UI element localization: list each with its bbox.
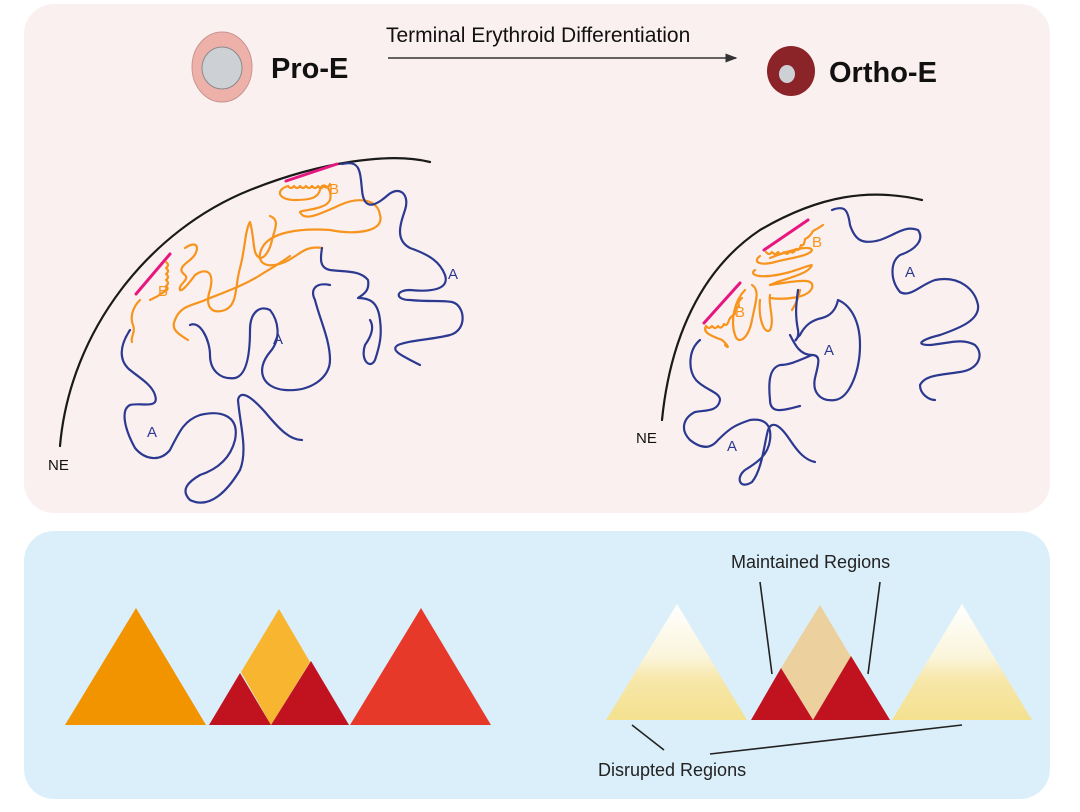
subtad-right-darkred (271, 661, 349, 725)
disrupted-pointer-right (709, 724, 963, 755)
ortho-e-nuclear-envelope (660, 193, 924, 422)
ortho-e-lamina-contact (702, 281, 742, 325)
bottom-panel-tads (24, 531, 1050, 799)
pro-e-chromatin-diagram: NE B B A A A (48, 157, 464, 504)
ortho-e-a-label: A (824, 342, 834, 359)
ortho-e-b-label: B (812, 234, 822, 251)
pro-e-a-label: A (273, 331, 283, 348)
maintained-pointer-right (867, 581, 881, 675)
pro-e-tad-row (65, 608, 491, 725)
ortho-e-b-label: B (735, 304, 745, 321)
ortho-e-a-label: A (905, 264, 915, 281)
pro-e-lamina-contact (134, 252, 172, 296)
tad-triangle-orange (65, 608, 206, 725)
disrupted-pointer-left (631, 724, 665, 751)
pro-e-a-label: A (147, 424, 157, 441)
pro-e-nuclear-envelope (58, 157, 432, 448)
pro-e-b-label: B (329, 181, 339, 198)
pro-e-ne-label: NE (48, 457, 69, 474)
ortho-e-lamina-contact (762, 218, 810, 252)
top-panel-chromatin (24, 4, 1050, 513)
pro-e-label: Pro-E (271, 53, 348, 85)
process-label: Terminal Erythroid Differentiation (386, 24, 690, 47)
pro-e-b-label: B (158, 283, 168, 300)
tad-triangle-red (350, 608, 491, 725)
ortho-e-a-label: A (727, 438, 737, 455)
pro-e-a-label: A (448, 266, 458, 283)
disrupted-tad-left (606, 604, 747, 720)
disrupted-regions-label: Disrupted Regions (598, 760, 746, 780)
disrupted-tad-right (892, 604, 1032, 720)
ortho-e-label: Ortho-E (829, 57, 937, 89)
tad-diamond-tan (781, 605, 851, 720)
ortho-e-b-compartment (704, 223, 825, 349)
ortho-e-tad-row: Maintained Regions Disrupted Regions (598, 552, 1032, 780)
tad-diamond-yellow (241, 609, 310, 725)
pro-e-cell-icon (191, 31, 253, 103)
ortho-e-ne-label: NE (636, 430, 657, 447)
tad-triangle-nested (209, 609, 349, 725)
ortho-e-chromatin-diagram: NE B B A A A (636, 193, 981, 486)
ortho-e-a-compartment (682, 207, 981, 486)
subtad-left-darkred (209, 673, 271, 725)
subtad-left-maintained (751, 668, 813, 720)
subtad-right-maintained (813, 656, 890, 720)
pro-e-b-compartment (130, 182, 382, 344)
maintained-regions-label: Maintained Regions (731, 552, 890, 572)
maintained-tad (751, 605, 890, 720)
pro-e-a-compartment (120, 162, 464, 504)
ortho-e-cell-icon (767, 46, 815, 96)
pro-e-lamina-contact (284, 162, 339, 183)
maintained-pointer-left (759, 581, 773, 675)
